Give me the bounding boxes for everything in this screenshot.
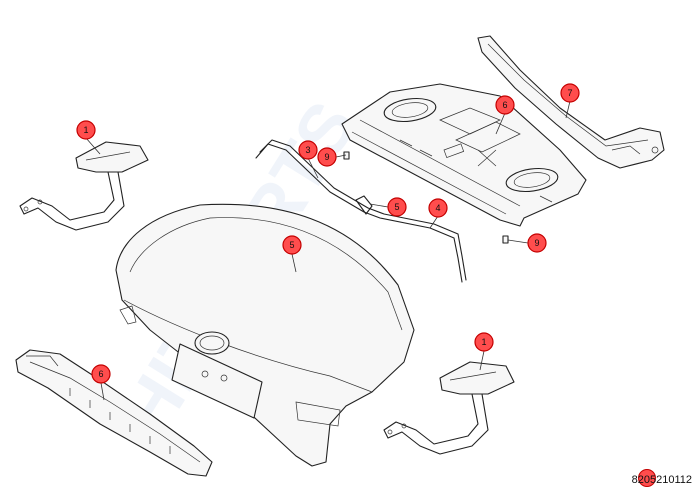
callout-6: 6 xyxy=(91,364,111,384)
svg-text:6: 6 xyxy=(502,100,507,110)
leader-lines xyxy=(85,100,571,401)
hinge-left-part xyxy=(19,141,149,231)
callout-7: 7 xyxy=(560,83,580,103)
release-cable-part xyxy=(255,139,467,283)
svg-text:3: 3 xyxy=(305,145,310,155)
callout-5: 5 xyxy=(387,197,407,217)
callout-5: 5 xyxy=(282,235,302,255)
doc-code-marker xyxy=(638,469,656,487)
svg-text:9: 9 xyxy=(324,152,329,162)
callout-9: 9 xyxy=(317,147,337,167)
svg-text:7: 7 xyxy=(567,88,572,98)
trunk-lid-part xyxy=(115,203,415,467)
svg-text:5: 5 xyxy=(289,240,294,250)
document-code: 8205210112 xyxy=(631,474,692,486)
callout-6: 6 xyxy=(495,95,515,115)
svg-text:5: 5 xyxy=(394,202,399,212)
callout-3: 3 xyxy=(298,140,318,160)
callout-1: 1 xyxy=(474,332,494,352)
svg-text:6: 6 xyxy=(98,369,103,379)
rear-rail-part xyxy=(477,35,665,169)
hinge-right-part xyxy=(383,361,515,455)
callout-9: 9 xyxy=(527,233,547,253)
package-tray-part xyxy=(341,83,587,227)
svg-text:9: 9 xyxy=(534,238,539,248)
svg-text:1: 1 xyxy=(481,337,486,347)
bumper-beam-part xyxy=(15,349,213,477)
callout-1: 1 xyxy=(76,120,96,140)
callout-4: 4 xyxy=(428,198,448,218)
svg-text:1: 1 xyxy=(83,125,88,135)
svg-text:4: 4 xyxy=(435,203,440,213)
